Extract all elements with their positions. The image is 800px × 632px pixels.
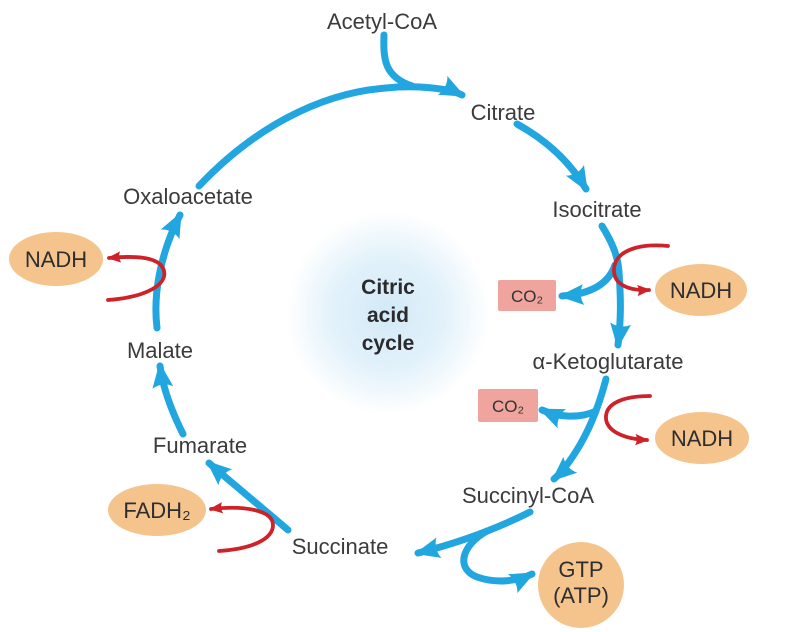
co2-upper-box (498, 280, 556, 311)
co2-lower-box (478, 389, 538, 422)
label-fumarate: Fumarate (153, 433, 247, 458)
arrow-fumarate-to-malate (152, 362, 187, 438)
nadh-top-right-oval (655, 264, 747, 316)
label-nadh-bottom-right: NADH (671, 426, 733, 451)
arrow-ketoglutarate-to-succinylcoa (550, 375, 610, 483)
arrow-to-gtp (460, 527, 536, 594)
label-atp: (ATP) (553, 583, 609, 608)
center-title-line3: cycle (362, 332, 415, 355)
gtp-circle (538, 542, 624, 628)
arrow-citrate-to-isocitrate (513, 120, 590, 193)
nadh-left-oval (9, 232, 103, 286)
label-fadh2: FADH₂ (123, 498, 190, 523)
red-arrow-isocitrate-to-nadh (612, 243, 670, 297)
center-glow (286, 211, 490, 415)
center-title-line2: acid (367, 304, 409, 327)
arrow-malate-to-oxaloacetate (152, 211, 184, 332)
label-nadh-left: NADH (25, 247, 87, 272)
label-succinate: Succinate (292, 534, 389, 559)
label-succinyl-coa: Succinyl-CoA (462, 483, 594, 508)
label-malate: Malate (127, 338, 193, 363)
arrow-isocitrate-to-ketoglutarate (598, 222, 632, 349)
label-isocitrate: Isocitrate (552, 197, 641, 222)
label-acetyl-coa: Acetyl-CoA (327, 9, 437, 34)
arrow-succinylcoa-to-succinate (414, 508, 534, 558)
center-title-line1: Citric (361, 276, 415, 299)
nadh-bottom-right-oval (655, 412, 749, 464)
red-arrow-ketoglutarate-to-nadh (604, 394, 652, 446)
red-arrow-malate-to-nadh (106, 251, 167, 302)
acetyl-coa-entry-line (380, 31, 416, 90)
arrow-to-co2-upper (558, 261, 619, 306)
label-citrate: Citrate (471, 100, 536, 125)
label-gtp: GTP (558, 557, 603, 582)
arrow-succinate-to-fumarate (205, 459, 292, 534)
label-co2-upper: CO₂ (511, 287, 543, 306)
arc-oxaloacetate-to-citrate (195, 75, 466, 190)
red-arrow-succinate-to-fadh2 (209, 502, 275, 553)
fadh2-oval (108, 484, 206, 536)
label-nadh-top-right: NADH (670, 278, 732, 303)
label-oxaloacetate: Oxaloacetate (123, 184, 253, 209)
label-co2-lower: CO₂ (492, 397, 524, 416)
label-alpha-ketoglutarate: α-Ketoglutarate (533, 349, 684, 374)
arrow-to-co2-lower (538, 406, 600, 429)
